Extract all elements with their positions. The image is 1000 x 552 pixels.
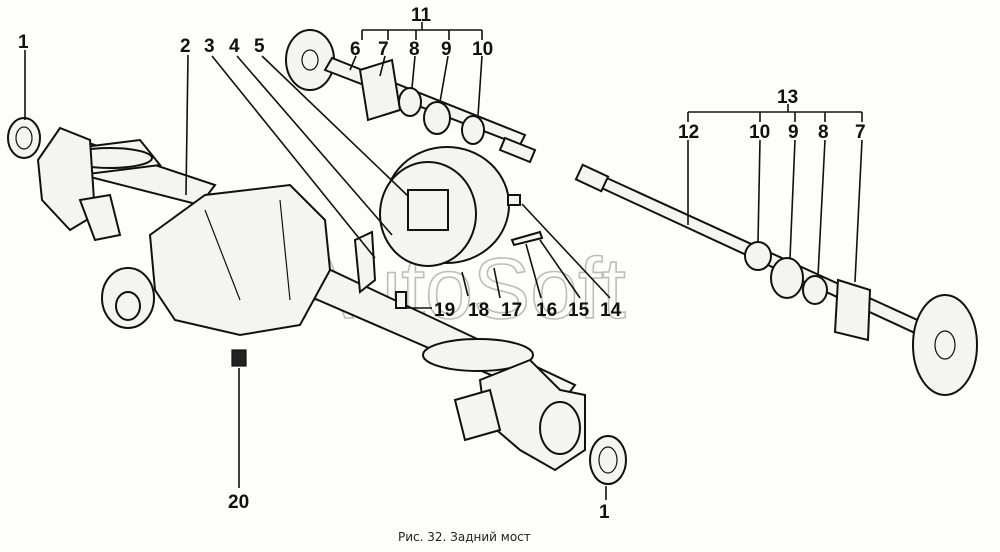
callout-14: 14 <box>600 300 622 321</box>
callout-17: 17 <box>501 300 522 321</box>
callout-7-top: 7 <box>378 39 389 60</box>
leader-lines <box>24 22 863 500</box>
callout-10-top: 10 <box>472 39 493 60</box>
right-axle-shaft-assembly <box>574 163 978 396</box>
callout-10-right: 10 <box>749 122 770 143</box>
callout-7-right: 7 <box>855 122 866 143</box>
callout-5: 5 <box>254 36 265 57</box>
callout-20: 20 <box>228 492 249 513</box>
oil-seal-right <box>589 435 627 485</box>
callout-19: 19 <box>434 300 455 321</box>
callout-3: 3 <box>204 36 215 57</box>
callout-9-top: 9 <box>441 39 452 60</box>
callout-1-left: 1 <box>18 32 29 53</box>
brake-backing-plate <box>379 146 544 267</box>
oil-seal-left <box>7 117 41 159</box>
callout-2: 2 <box>180 36 191 57</box>
left-axle-shaft-assembly <box>285 29 537 164</box>
drain-plug <box>231 349 247 367</box>
callout-9-right: 9 <box>788 122 799 143</box>
callout-4: 4 <box>229 36 240 57</box>
gasket-bracket <box>353 230 377 294</box>
callout-8-top: 8 <box>409 39 420 60</box>
callout-13: 13 <box>777 87 798 108</box>
figure-caption: Рис. 32. Задний мост <box>398 530 531 544</box>
callout-16: 16 <box>536 300 557 321</box>
axle-housing <box>36 126 586 472</box>
callout-11: 11 <box>411 5 432 26</box>
breather <box>395 291 407 309</box>
callout-12: 12 <box>678 122 699 143</box>
callout-1-bottom: 1 <box>599 502 610 523</box>
callout-8-right: 8 <box>818 122 829 143</box>
callout-15: 15 <box>568 300 590 321</box>
callout-18: 18 <box>468 300 489 321</box>
callout-6-top: 6 <box>350 39 361 60</box>
